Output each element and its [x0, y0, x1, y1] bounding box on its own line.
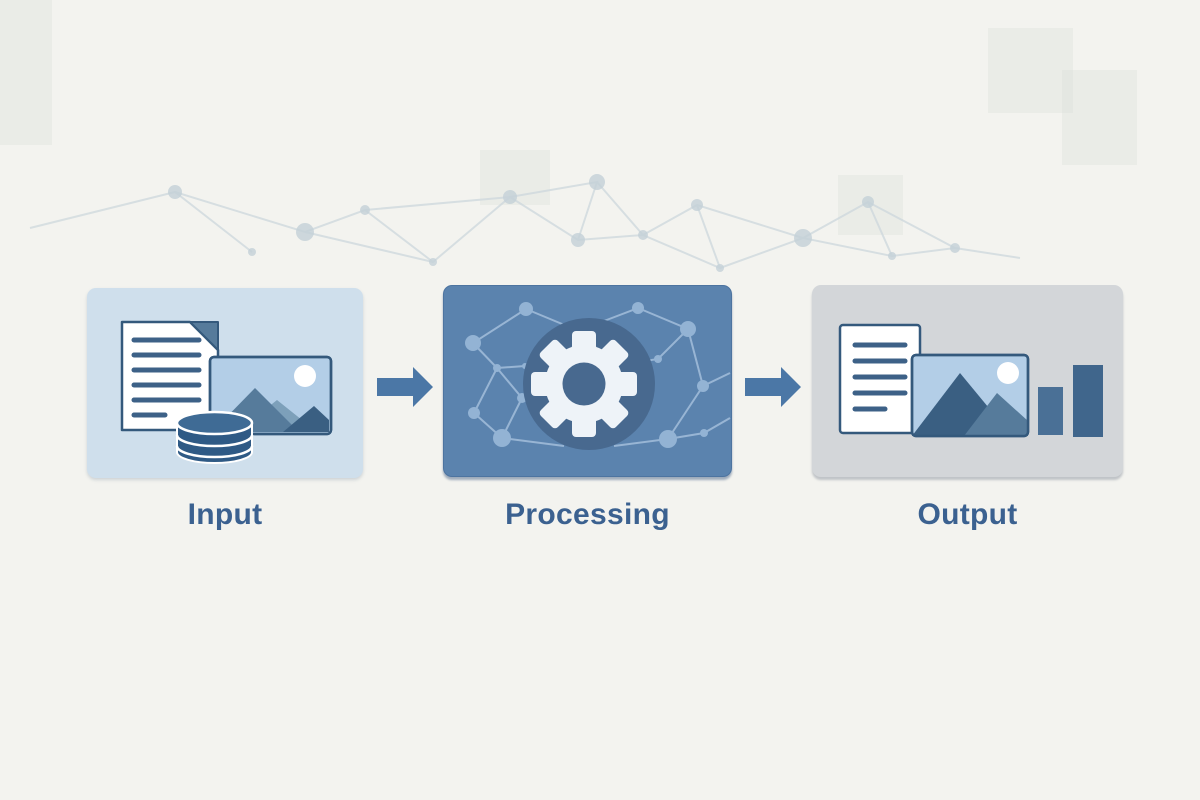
document-icon	[120, 320, 220, 432]
input-box	[87, 288, 363, 478]
arrow-right-icon	[377, 367, 433, 407]
input-icons	[120, 320, 333, 464]
image-icon	[910, 353, 1030, 438]
document-icon	[838, 323, 922, 435]
flow-arrow-input-to-processing	[377, 367, 433, 407]
output-icons	[838, 323, 1103, 438]
step-label-input: Input	[187, 498, 263, 531]
gear-icon	[531, 331, 637, 437]
step-label-processing: Processing	[505, 498, 670, 531]
flow-arrow-processing-to-output	[745, 367, 801, 407]
processing-icons	[465, 302, 731, 450]
step-label-output: Output	[917, 498, 1018, 531]
processing-box	[443, 285, 732, 477]
output-box	[812, 285, 1123, 477]
database-icon	[175, 410, 254, 464]
arrow-right-icon	[745, 367, 801, 407]
bar-chart-icon	[1038, 365, 1103, 437]
